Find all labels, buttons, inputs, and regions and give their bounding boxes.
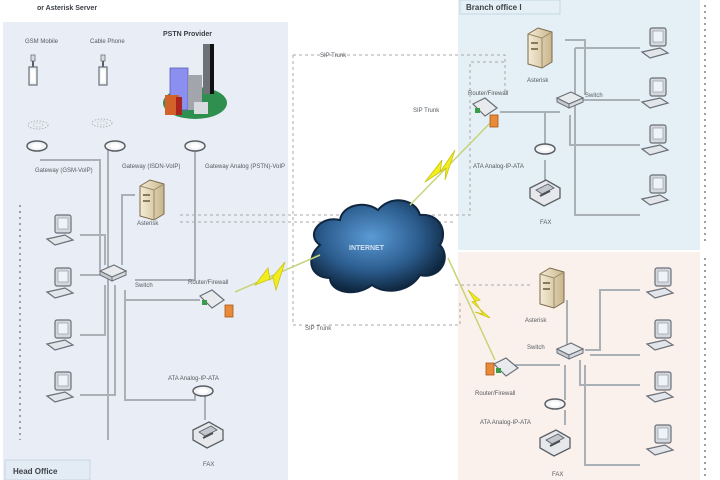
branch-1-switch-label: Switch: [585, 93, 603, 99]
mobile-1-label: GSM Mobile: [25, 39, 59, 45]
lightning-icon: [467, 289, 491, 319]
asterisk-server-icon[interactable]: [527, 27, 553, 69]
branch-1-title: Branch office I: [466, 3, 522, 12]
head-fax-label: FAX: [203, 462, 214, 468]
branch-2-server-label: Asterisk: [525, 318, 547, 324]
router-firewall-icon[interactable]: [485, 357, 519, 377]
asterisk-server-icon[interactable]: [139, 179, 165, 221]
mobile-2-label: Cable Phone: [90, 39, 125, 45]
wan-links: [234, 117, 496, 361]
ata-icon[interactable]: [544, 398, 566, 410]
pstn-provider-label: PSTN Provider: [163, 31, 212, 38]
branch-2-router-label: Router/Firewall: [475, 391, 515, 397]
branch-1-ata-label: ATA Analog-IP-ATA: [473, 164, 524, 170]
pstn-provider-icon[interactable]: [163, 44, 227, 119]
internet-label: INTERNET: [349, 245, 385, 252]
head-office-wiring: [40, 145, 206, 440]
branch-1-devices: Asterisk Switch Router/Firewall ATA Anal…: [468, 27, 669, 226]
cloud-shape: [310, 199, 446, 294]
asterisk-server-icon[interactable]: [539, 267, 565, 309]
head-office-devices: GSM Mobile Cable Phone Gateway (GSM-VoIP…: [25, 31, 285, 468]
region-head-office: Head Office: [3, 22, 288, 480]
head-ata-label: ATA Analog-IP-ATA: [168, 376, 219, 382]
sip-trunk-right-label: SIP Trunk: [413, 108, 440, 114]
head-office-title: Head Office: [13, 467, 58, 476]
ata-icon[interactable]: [534, 143, 556, 155]
head-office-background: [3, 22, 288, 480]
gateway-gsm-icon[interactable]: [26, 140, 48, 152]
gateway-isdn-label: Gateway (ISDN-VoIP): [122, 164, 180, 170]
sip-trunk-top-label: SIP Trunk: [320, 53, 347, 59]
header-caption: or Asterisk Server: [37, 5, 97, 12]
branch-2-devices: Asterisk Switch Router/Firewall ATA Anal…: [475, 267, 674, 478]
branch-2-fax-label: FAX: [552, 472, 563, 478]
branch-1-title-box: [459, 0, 561, 15]
sip-trunk-bottom-label: SIP Trunk: [305, 326, 332, 332]
branch-2-ata-label: ATA Analog-IP-ATA: [480, 420, 531, 426]
sip-trunk-top-line: [293, 54, 506, 95]
branch-1-router-label: Router/Firewall: [468, 91, 508, 97]
head-server-label: Asterisk: [137, 221, 159, 227]
head-switch-label: Switch: [135, 283, 153, 289]
branch-2-switch-label: Switch: [527, 345, 545, 351]
ata-icon[interactable]: [192, 385, 214, 397]
gateway-analog-icon[interactable]: [184, 140, 206, 152]
gateway-isdn-icon[interactable]: [104, 140, 126, 152]
internet-cloud[interactable]: INTERNET: [310, 199, 446, 294]
router-firewall-icon[interactable]: [472, 97, 499, 128]
branch-1-server-label: Asterisk: [527, 78, 549, 84]
branch-1-fax-label: FAX: [540, 220, 551, 226]
branch-2-wiring: [515, 289, 640, 466]
head-office-title-box: [4, 459, 91, 480]
gateway-analog-label: Gateway Analog (PSTN)-VoIP: [205, 164, 285, 170]
sip-trunk-left-line: [292, 55, 461, 326]
router-firewall-icon[interactable]: [199, 289, 234, 318]
head-router-label: Router/Firewall: [188, 280, 228, 286]
gateway-gsm-label: Gateway (GSM-VoIP): [35, 168, 93, 174]
head-server-trunk-line: [180, 61, 505, 216]
lightning-icon: [253, 261, 286, 292]
lightning-icon: [424, 149, 456, 183]
